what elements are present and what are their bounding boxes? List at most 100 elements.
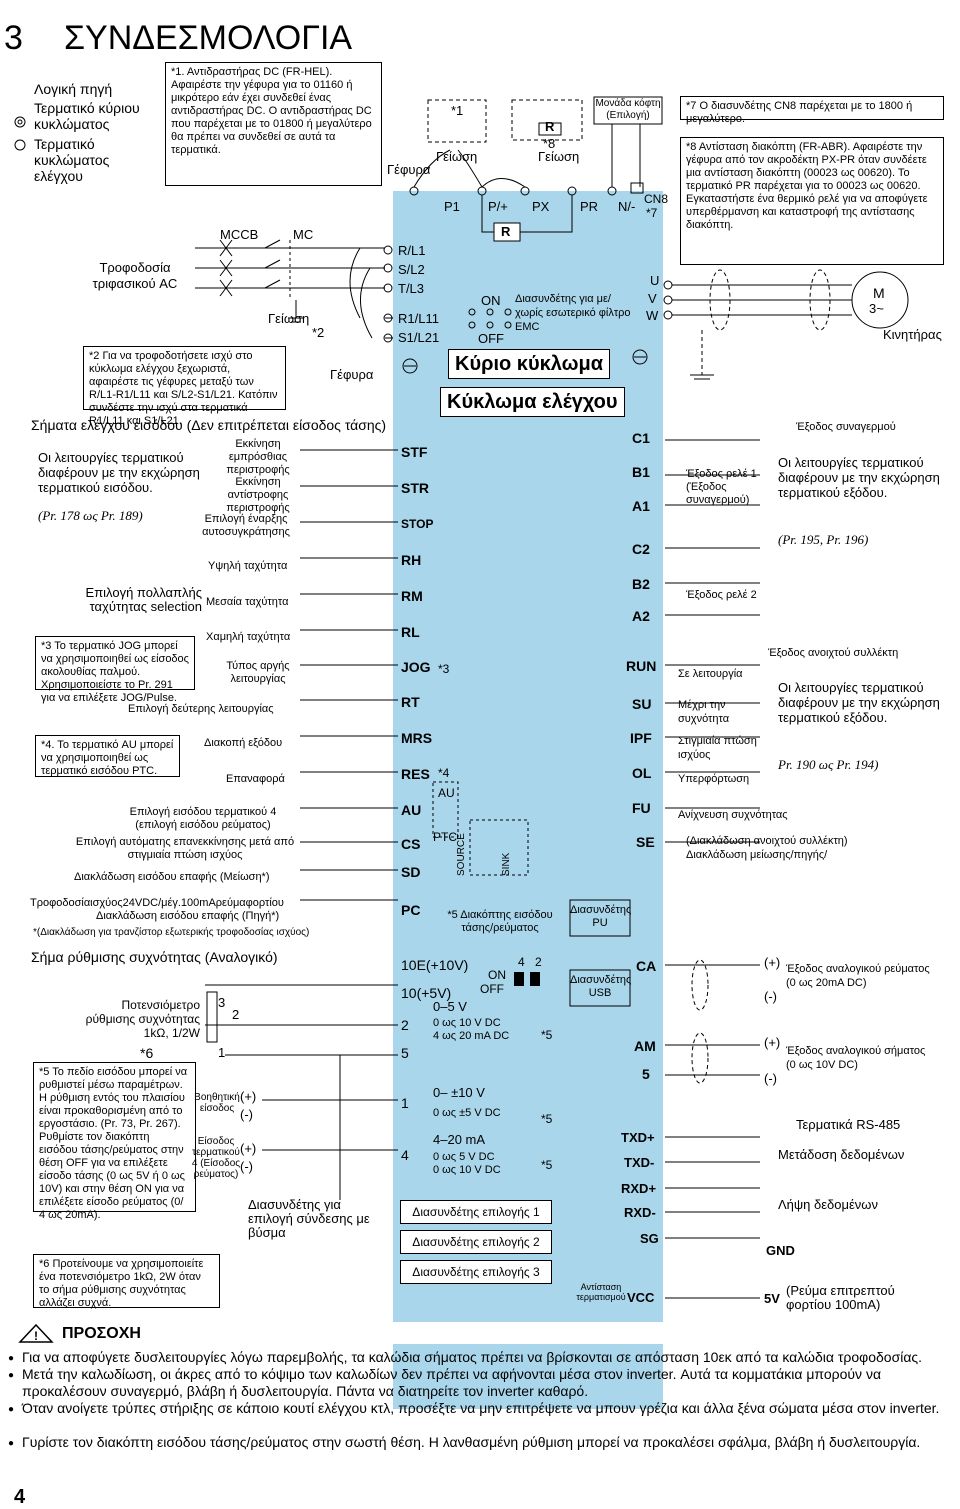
switch-on: ON: [488, 968, 506, 982]
voltage-current-switch-label: *5 Διακόπτης εισόδου τάσης/ρεύματος: [447, 909, 553, 934]
terminal-5: 5: [401, 1045, 409, 1061]
label-rt: Επιλογή δεύτερης λειτουργίας: [128, 703, 274, 715]
caution-title: ΠΡΟΣΟΧΗ: [62, 1325, 141, 1342]
pu-connector[interactable]: Διασυνδέτης PU: [570, 904, 632, 929]
label-res: Επαναφορά: [226, 773, 285, 785]
terminal-rxd-plus: RXD+: [621, 1181, 657, 1196]
usb-connector[interactable]: Διασυνδέτης USB: [570, 974, 632, 999]
motor-label: Κινητήρας: [883, 327, 942, 342]
terminal-4: 4: [401, 1147, 409, 1163]
terminal-pc: PC: [401, 902, 421, 918]
terminal-jog: JOG: [401, 659, 431, 675]
terminal-sg: SG: [640, 1231, 659, 1246]
star7-label: *7: [646, 206, 658, 220]
oc-run-label: Σε λειτουργία: [678, 668, 743, 680]
terminal-px: PX: [532, 199, 550, 214]
switch-2-toggle[interactable]: [530, 972, 540, 986]
terminal-mrs: MRS: [401, 730, 433, 746]
star5-c: *5: [541, 1158, 553, 1172]
note-1: *1. Αντιδραστήρας DC (FR-HEL). Αφαιρέστε…: [165, 62, 382, 186]
terminal-1: 1: [401, 1095, 409, 1111]
cn8-label: CN8: [644, 192, 669, 206]
terminal-fu: FU: [632, 800, 651, 816]
range-1-b: 0 ως ±5 V DC: [433, 1107, 501, 1119]
switch-off: OFF: [480, 982, 504, 996]
send-data-label: Μετάδοση δεδομένων: [778, 1147, 905, 1162]
oc-ipf-label: Στιγμιαία πτώση ισχύος: [678, 735, 757, 761]
terminal-stf: STF: [401, 444, 428, 460]
terminal-sl2: S/L2: [398, 262, 425, 277]
caution-bullet-1: Για να αποφύγετε δυσλειτουργίες λόγω παρ…: [8, 1349, 957, 1367]
aux-plus: (+): [240, 1089, 257, 1104]
switch-4-toggle[interactable]: [514, 972, 524, 986]
relay2-label: Έξοδος ρελέ 2: [686, 589, 757, 601]
relay1-label: Έξοδος ρελέ 1 (Έξοδος συναγερμού): [686, 468, 757, 506]
note-3: *3 Το τερματικό JOG μπορεί να χρησιμοποι…: [35, 636, 195, 704]
t4-input-label: Είσοδος τερματικού 4 (Είσοδος ρεύματος): [191, 1136, 241, 1180]
5v-label: 5V: [764, 1291, 780, 1306]
page-number: 4: [14, 1486, 26, 1508]
pot-label: Ποτενσιόμετρο ρύθμισης συχνότητας 1kΩ, 1…: [85, 998, 200, 1040]
terminal-su: SU: [632, 696, 652, 712]
switch-2: 2: [535, 955, 542, 969]
note-4: *4. Το τερματικό AU μπορεί να χρησιμοποι…: [35, 735, 180, 777]
alarm-pr: (Pr. 195, Pr. 196): [778, 532, 869, 547]
oc-ol-label: Υπερφόρτωση: [678, 773, 750, 785]
terminal-rt: RT: [401, 694, 420, 710]
option-connector-2[interactable]: Διασυνδέτης επιλογής 2: [400, 1230, 552, 1254]
svg-text:!: !: [34, 1329, 38, 1343]
note-5: *5 Το πεδίο εισόδου μπορεί να ρυθμιστεί …: [33, 1062, 196, 1221]
terminal-res: RES: [401, 766, 430, 782]
terminal-v: V: [648, 291, 657, 306]
terminal-r1l11: R1/L11: [398, 311, 439, 326]
aux-input-label: Βοηθητική είσοδος: [194, 1092, 240, 1114]
terminal-a2: A2: [632, 608, 650, 624]
terminal-pr: PR: [580, 199, 599, 214]
star6-label: *6: [140, 1045, 154, 1061]
analog-heading: Σήμα ρύθμισης συχνότητας (Αναλογικό): [31, 949, 278, 965]
source-label: SOURCE: [456, 833, 467, 876]
motor-m: M: [873, 285, 885, 301]
label-high: Υψηλή ταχύτητα: [208, 560, 288, 572]
switch-4: 4: [518, 955, 525, 969]
emc-off: OFF: [478, 331, 504, 346]
terminal-stop: STOP: [401, 517, 434, 531]
terminal-w: W: [646, 308, 659, 323]
terminal-c1: C1: [632, 430, 650, 446]
terminal-ca: CA: [636, 958, 657, 974]
jumper-label-bottom: Γέφυρα: [330, 367, 374, 382]
motor-phase: 3~: [869, 301, 884, 316]
terminal-5-out: 5: [642, 1066, 650, 1082]
note-8: *8 Αντίσταση διακόπτη (FR-ABR). Αφαιρέστ…: [680, 137, 944, 265]
emc-label: Διασυνδέτης για με/ χωρίς εσωτερικό φίλτ…: [515, 293, 631, 333]
label-sd: Διακλάδωση εισόδου επαφής (Μείωση*): [74, 871, 270, 883]
label-pc2: Διακλάδωση εισόδου επαφής (Πηγή*): [96, 910, 280, 922]
terminal-b2: B2: [632, 576, 650, 592]
ground-label-brake: Γείωση: [538, 149, 580, 164]
range-4-a: 4–20 mA: [433, 1132, 486, 1147]
terminal-sd: SD: [401, 864, 421, 880]
caution-bullet-2: Μετά την καλωδίωση, οι άκρες από το κόψι…: [8, 1366, 957, 1400]
emc-on: ON: [481, 293, 501, 308]
terminal-txd-plus: TXD+: [621, 1130, 655, 1145]
option-connector-1[interactable]: Διασυνδέτης επιλογής 1: [400, 1200, 552, 1224]
terminal-rh: RH: [401, 552, 422, 568]
terminal-rl1: R/L1: [398, 243, 426, 258]
multi-speed-label: Επιλογή πολλαπλής ταχύτητας selection: [85, 585, 202, 614]
label-mid: Μεσαία ταχύτητα: [206, 596, 289, 608]
oc-se2-label: Διακλάδωση μείωσης/πηγής/: [686, 849, 828, 861]
oc-box-text: Οι λειτουργίες τερματικού διαφέρουν με τ…: [778, 680, 940, 725]
control-circuit-title: Κύκλωμα ελέγχου: [440, 387, 625, 417]
terminal-n-minus: N/-: [618, 199, 636, 214]
terminal-txd-minus: TXD-: [624, 1155, 655, 1170]
brake-r-top: R: [545, 119, 555, 134]
mc-label: MC: [293, 227, 314, 242]
section-number: 3: [4, 19, 23, 57]
caution-triangle-icon: !: [18, 1323, 54, 1343]
option-connector-3[interactable]: Διασυνδέτης επιλογής 3: [400, 1260, 552, 1284]
label-rev: Εκκίνηση αντίστροφης περιστροφής: [226, 476, 290, 514]
terminal-cs: CS: [401, 836, 421, 852]
am-output-label: Έξοδος αναλογικού σήματος (0 ως 10V DC): [786, 1045, 926, 1071]
ca-output-label: Έξοδος αναλογικού ρεύματος (0 ως 20mA DC…: [786, 963, 930, 989]
legend-control-terminal: Τερματικό κυκλώματος ελέγχου: [34, 136, 110, 184]
